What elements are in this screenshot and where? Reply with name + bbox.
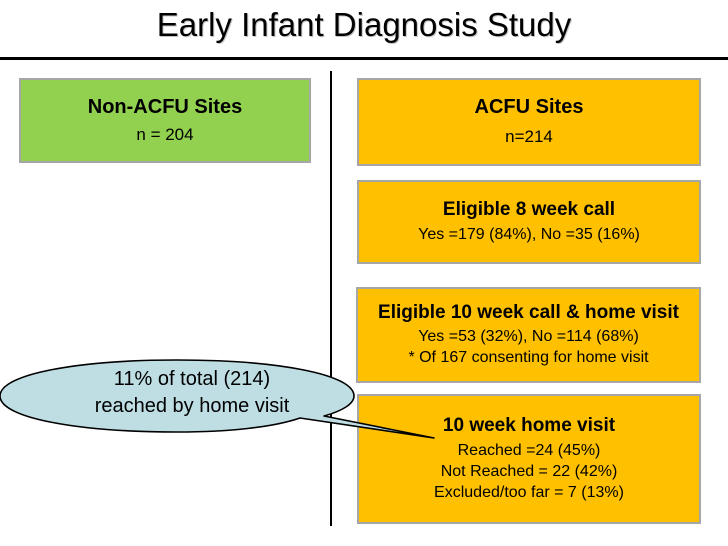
flow-box-eligible-10-week-call-home-visit: Eligible 10 week call & home visit Yes =… (356, 287, 701, 383)
flow-box-line: Yes =53 (32%), No =114 (68%) (418, 328, 639, 346)
flow-box-line: n=214 (505, 127, 553, 147)
flow-box-title: Eligible 10 week call & home visit (378, 302, 679, 324)
column-divider-line (330, 71, 332, 526)
flow-box-line: Not Reached = 22 (42%) (440, 462, 618, 480)
flow-box-title: 10 week home visit (442, 415, 616, 437)
flow-box-eligible-8-week-call: Eligible 8 week call Yes =179 (84%), No … (357, 180, 701, 264)
callout-line-2: reached by home visit (94, 395, 290, 417)
flow-box-line: * Of 167 consenting for home visit (408, 348, 649, 366)
flow-box-line: Reached =24 (45%) (457, 442, 601, 460)
flow-box-line: Yes =179 (84%), No =35 (16%) (418, 226, 640, 244)
flow-box-line: Excluded/too far = 7 (13%) (434, 483, 624, 501)
flow-box-non-acfu-sites: Non-ACFU Sites n = 204 (19, 78, 311, 163)
callout-text: 11% of total (214) reached by home visit (42, 366, 342, 420)
flow-box-title: ACFU Sites (474, 96, 584, 119)
page-title: Early Infant Diagnosis Study (156, 6, 572, 43)
flow-box-title: Non-ACFU Sites (87, 95, 243, 118)
flow-box-acfu-sites: ACFU Sites n=214 (357, 78, 701, 166)
flow-box-10-week-home-visit: 10 week home visit Reached =24 (45%) Not… (357, 394, 701, 524)
title-divider-rule (0, 57, 728, 60)
flow-box-line: n = 204 (136, 124, 194, 144)
flow-box-title: Eligible 8 week call (442, 198, 616, 220)
callout-line-1: 11% of total (214) (113, 368, 271, 390)
